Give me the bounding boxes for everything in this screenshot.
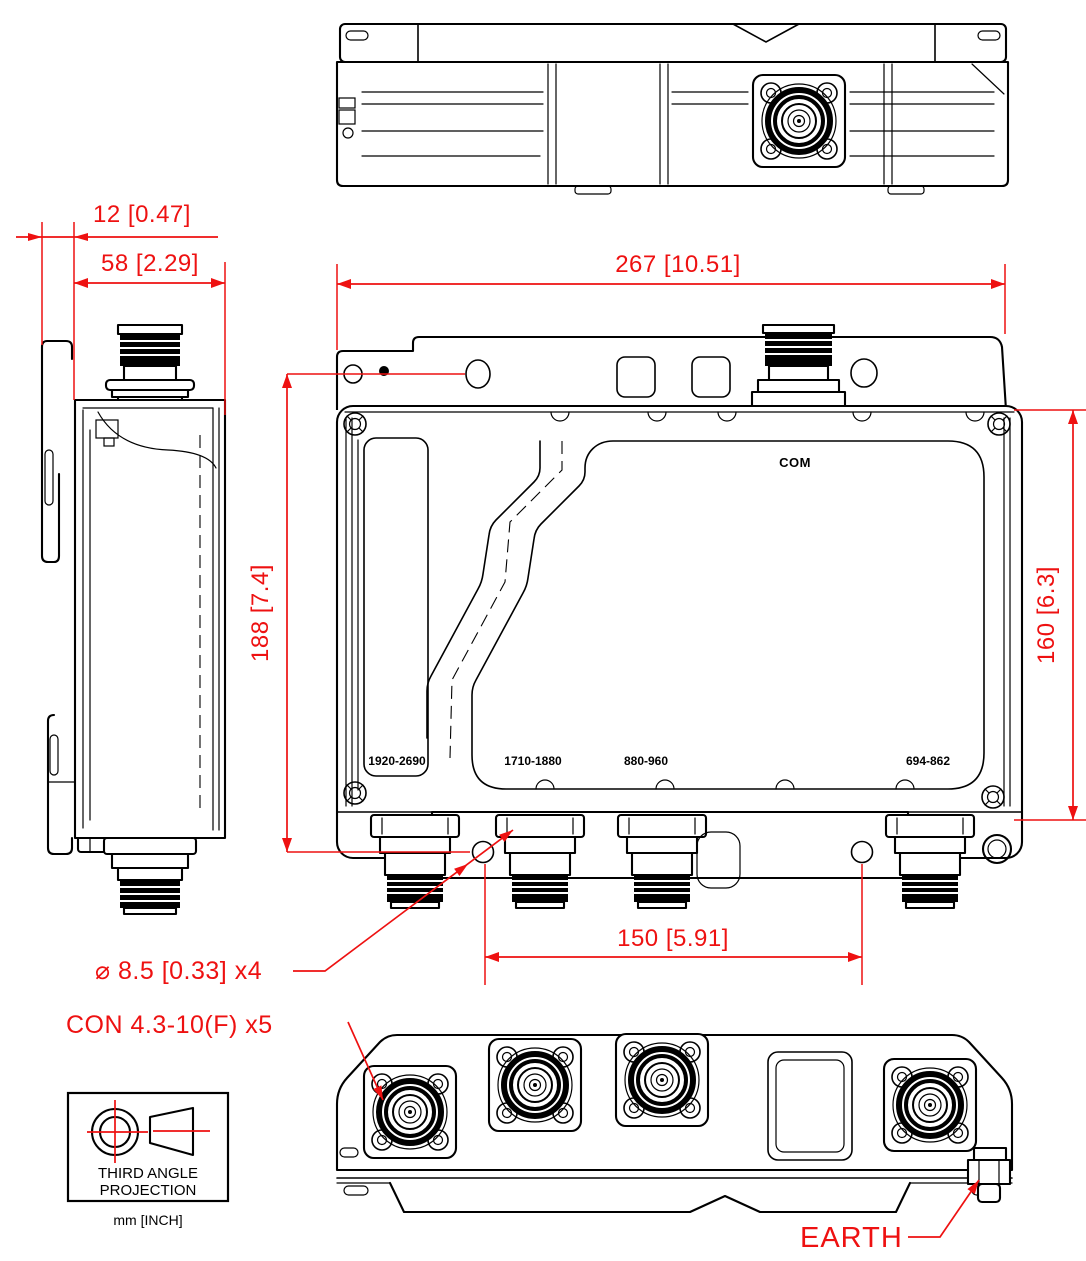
callout-connectors: CON 4.3-10(F) x5	[66, 1011, 384, 1101]
bottom-port-4	[884, 1059, 976, 1151]
band-label-4: 694-862	[906, 754, 950, 768]
port-clamp	[696, 831, 741, 889]
callout-text-earth: EARTH	[800, 1222, 903, 1254]
front-port-3	[616, 813, 708, 910]
front-view: 1920-2690 1710-1880 880-960 694-862 COM	[335, 323, 1024, 910]
top-view-body	[335, 60, 1010, 188]
front-port-2	[494, 813, 586, 910]
flange-cutout	[616, 356, 656, 398]
side-view-body	[73, 398, 227, 840]
callout-earth: EARTH	[800, 1179, 980, 1254]
side-view	[40, 323, 227, 916]
lid-notch	[732, 23, 800, 43]
dimension-mount-height: 188 [7.4]	[247, 373, 470, 853]
front-port-4	[884, 813, 976, 910]
bottom-view-lid	[388, 1181, 912, 1214]
side-view-bottom-connector	[102, 836, 198, 916]
earth-bolt	[966, 1146, 1012, 1204]
band-label-3: 880-960	[624, 754, 668, 768]
units-note: mm [INCH]	[113, 1212, 182, 1228]
dimension-bracket-offset: 12 [0.47]	[16, 201, 218, 400]
corner-boss	[981, 833, 1013, 865]
dim-text-58: 58 [2.29]	[101, 250, 199, 277]
dimension-side-width: 58 [2.29]	[74, 250, 226, 415]
dimension-port-spacing: 150 [5.91]	[484, 864, 863, 985]
top-view	[335, 22, 1010, 195]
callout-mount-holes: ⌀ 8.5 [0.33] x4	[95, 829, 514, 985]
mount-hole-right	[850, 840, 874, 864]
callout-text-connectors: CON 4.3-10(F) x5	[66, 1011, 273, 1039]
dim-text-160: 160 [6.3]	[1033, 566, 1060, 664]
bottom-port-3	[616, 1034, 708, 1126]
com-label: COM	[779, 455, 811, 470]
projection-title-1: THIRD ANGLE	[98, 1165, 198, 1182]
side-view-top-connector	[104, 323, 196, 405]
edge-bosses	[535, 411, 985, 790]
top-view-surface-lines	[361, 63, 1005, 185]
dim-text-12: 12 [0.47]	[93, 201, 191, 228]
dimension-overall-width: 267 [10.51]	[336, 251, 1006, 350]
bottom-port-2	[489, 1039, 581, 1131]
top-view-com-port	[753, 75, 845, 167]
flange-hole	[850, 358, 878, 388]
dimension-body-height: 160 [6.3]	[1014, 409, 1086, 821]
callout-text-holes: ⌀ 8.5 [0.33] x4	[95, 957, 262, 985]
bottom-port-1	[364, 1066, 456, 1158]
front-com-connector	[750, 323, 847, 408]
band-label-2: 1710-1880	[504, 754, 562, 768]
bottom-view	[335, 1034, 1014, 1214]
top-view-lid	[338, 22, 1008, 64]
flange-cutout	[691, 356, 731, 398]
bottom-recess	[767, 1051, 853, 1161]
dim-text-150: 150 [5.91]	[617, 925, 729, 952]
projection-title-2: PROJECTION	[100, 1182, 197, 1199]
front-port-1	[369, 813, 461, 910]
front-cavity	[363, 437, 985, 790]
dim-text-188: 188 [7.4]	[247, 564, 274, 662]
projection-symbol: THIRD ANGLE PROJECTION mm [INCH]	[66, 1091, 230, 1228]
band-label-1: 1920-2690	[368, 754, 426, 768]
dim-text-267: 267 [10.51]	[615, 251, 741, 278]
flange-hole	[465, 359, 491, 389]
mount-hole-left	[471, 840, 495, 864]
front-body	[335, 404, 1024, 860]
